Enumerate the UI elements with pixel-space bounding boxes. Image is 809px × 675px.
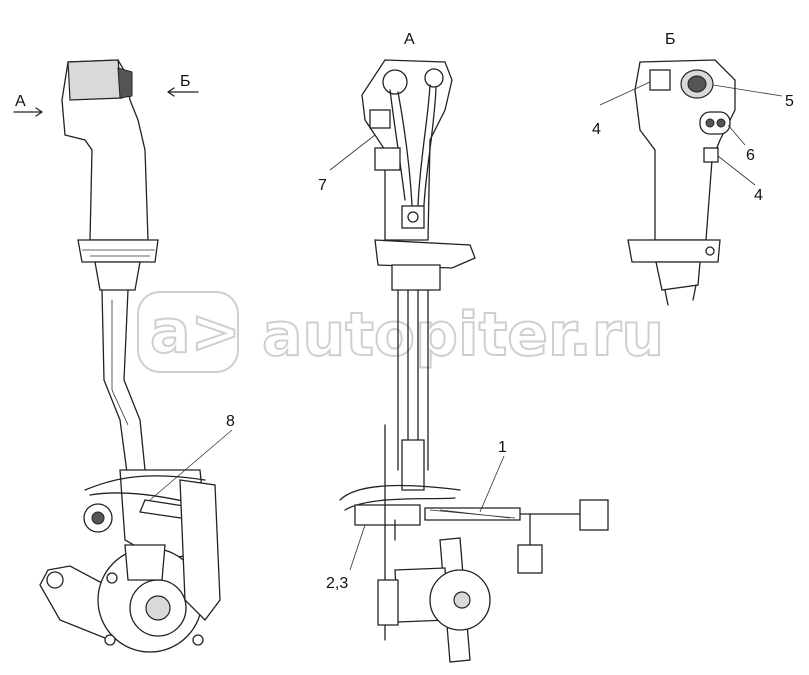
- callout-1: 1: [498, 439, 507, 456]
- arrow-b-icon: [167, 87, 199, 97]
- callout-2-3: 2,3: [326, 575, 348, 592]
- callout-7: 7: [318, 177, 327, 194]
- callout-4-top: 4: [592, 121, 601, 138]
- arrow-b-label: Б: [180, 73, 191, 90]
- callout-5: 5: [785, 93, 794, 110]
- watermark: a> autopiter.ru: [137, 291, 665, 373]
- watermark-text: autopiter.ru: [262, 300, 664, 370]
- watermark-logo-box: [137, 291, 239, 373]
- left-view-joystick: [39, 59, 221, 653]
- view-a-title: А: [404, 31, 415, 48]
- view-b-title: Б: [665, 31, 676, 48]
- middle-view-joystick: [339, 59, 609, 663]
- arrow-a-label: А: [15, 93, 26, 110]
- arrow-a-icon: [13, 107, 43, 117]
- callout-6: 6: [746, 147, 755, 164]
- callout-4-bottom: 4: [754, 187, 763, 204]
- callouts: 4 5 6 4 7 8 1 2,3: [149, 81, 794, 592]
- watermark-logo: a>: [150, 297, 241, 367]
- left-view-arrows: А Б: [13, 73, 199, 117]
- callout-8: 8: [226, 413, 235, 430]
- right-view-joystick: [627, 59, 736, 306]
